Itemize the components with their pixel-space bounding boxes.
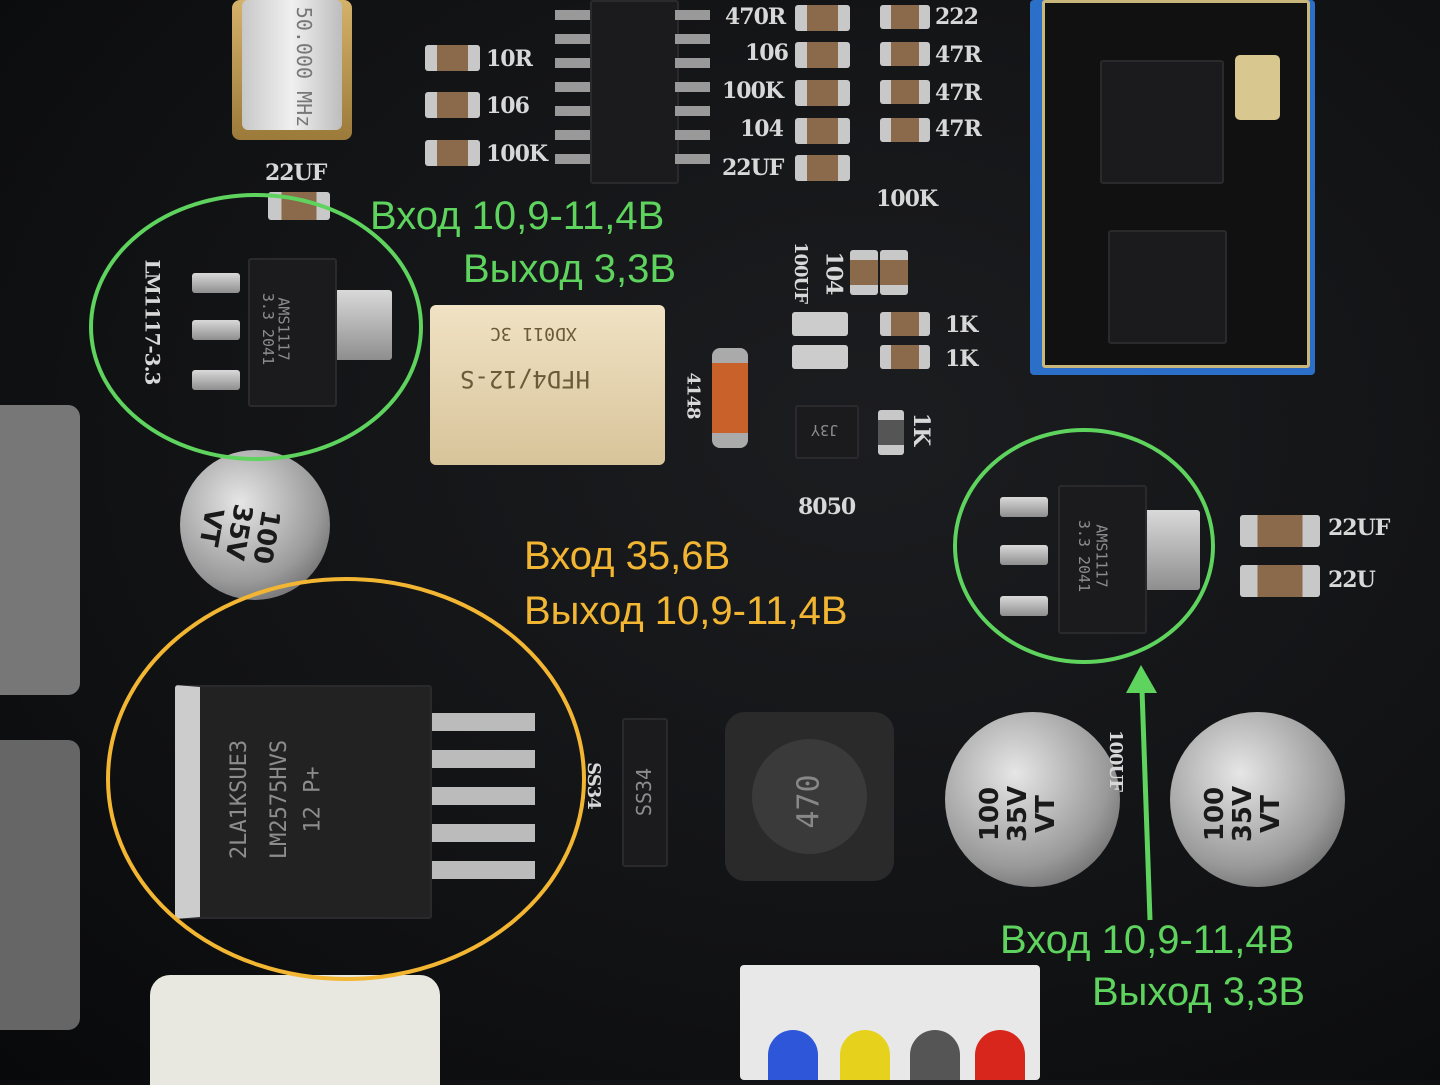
inductor-left-edge-2	[0, 740, 80, 1030]
inductor-470: 470	[725, 712, 894, 881]
relay: HFD4/12-S XD011 3C	[430, 305, 665, 465]
silk-1k-2: 1K	[945, 346, 978, 372]
silk-222: 222	[935, 4, 979, 30]
silk-100k: 100K	[486, 141, 548, 167]
green-arrow-shaft	[1139, 689, 1153, 921]
white-connector-left	[150, 975, 440, 1085]
silk-47r-3: 47R	[935, 116, 982, 142]
transistor-8050: J3Y	[795, 405, 859, 459]
annotation-right-input: Вход 10,9-11,4В	[1000, 918, 1295, 962]
silk-106: 106	[486, 93, 530, 119]
ams1117-left: AMS1117 3.3 2041	[248, 258, 337, 407]
silk-100k-b: 100K	[722, 78, 784, 104]
silk-22uf: 22UF	[265, 160, 327, 186]
annotation-top-output: Выход 3,3В	[463, 247, 677, 291]
silk-10r: 10R	[486, 46, 533, 72]
led	[792, 345, 848, 369]
yellow-circle	[106, 577, 586, 981]
silk-22uf-b: 22UF	[722, 155, 784, 181]
annotation-top-input: Вход 10,9-11,4В	[370, 194, 665, 238]
silk-1k-1: 1K	[945, 312, 978, 338]
inductor-left-edge	[0, 405, 80, 695]
silk-100k-c: 100K	[876, 186, 938, 212]
silk-106b: 106	[745, 40, 789, 66]
crystal-oscillator: 50.000 MHz	[232, 0, 352, 140]
bluetooth-module	[1030, 0, 1315, 375]
annotation-switch-input: Вход 35,6В	[524, 534, 731, 578]
led	[792, 312, 848, 336]
ams1117-right: AMS1117 3.3 2041	[1058, 485, 1147, 634]
lm2575-regulator: 2LA1KSUE3 LM2575HVS 12 P+	[175, 685, 432, 919]
green-circle-left	[89, 193, 423, 461]
silk-8050: 8050	[798, 494, 856, 520]
silk-47r-1: 47R	[935, 42, 982, 68]
silk-104: 104	[740, 116, 784, 142]
silk-47r-2: 47R	[935, 80, 982, 106]
silk-22uf-r1: 22UF	[1328, 515, 1390, 541]
green-circle-right	[953, 428, 1215, 664]
silk-470r: 470R	[725, 4, 786, 30]
wire-connector	[740, 965, 1040, 1080]
annotation-right-output: Выход 3,3В	[1092, 970, 1306, 1014]
diode-4148	[712, 348, 748, 448]
silk-22u-r2: 22U	[1328, 567, 1376, 593]
green-arrow-head	[1126, 665, 1157, 693]
annotation-switch-output: Выход 10,9-11,4В	[524, 589, 848, 633]
diode-ss34: SS34	[622, 718, 668, 867]
